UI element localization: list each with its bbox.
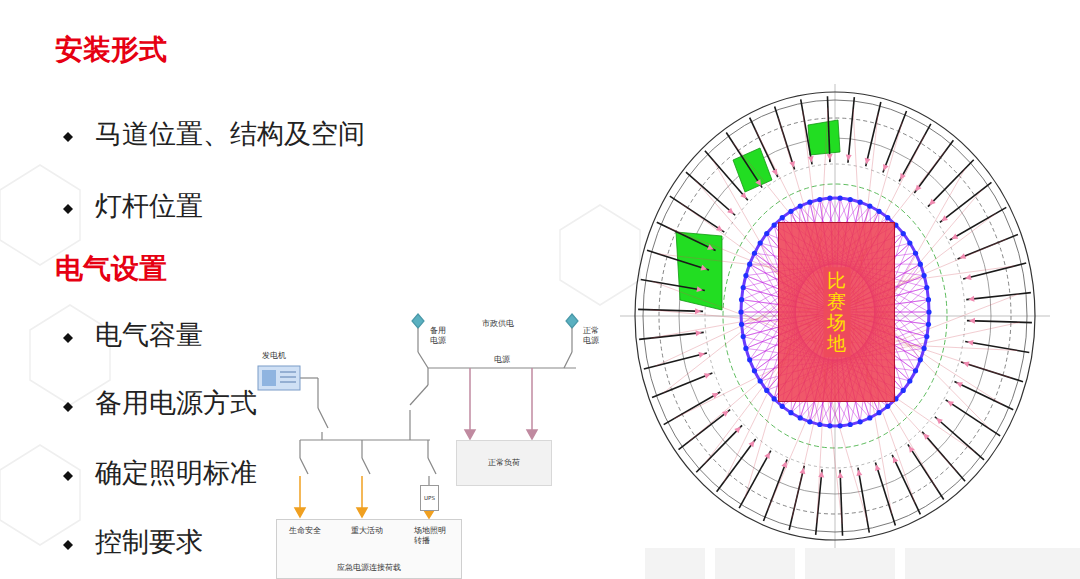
generator-icon [258, 366, 300, 390]
node-text: 重大活动 [351, 526, 383, 536]
normal-load-arrows [465, 368, 537, 439]
section-heading: 电气设置 [55, 252, 167, 286]
footer-bars [645, 548, 1080, 579]
source-label: 市政供电 [482, 319, 514, 329]
bullet-item: 灯杆位置 [95, 190, 203, 222]
bullet-item: 控制要求 [95, 526, 203, 558]
emergency-load-box: 生命安全 重大活动 场地照明转播应急电源连接荷载 [276, 519, 462, 579]
node-text: 生命安全 [289, 526, 321, 536]
ups-box: UPS [420, 485, 439, 511]
node-text: 正常负荷 [488, 458, 520, 468]
bullet-item: 确定照明标准 [95, 457, 257, 489]
node-text: 场地照明转播 [414, 526, 448, 545]
node-text: 比赛场地 [823, 267, 850, 357]
generator-label: 发电机 [262, 351, 286, 361]
emergency-load-arrows [295, 476, 434, 518]
load-box: 正常负荷 [456, 440, 552, 486]
bus-label: 电源 [494, 355, 510, 365]
source-label: 备用电源 [430, 326, 447, 345]
bullet-item: 备用电源方式 [95, 387, 257, 419]
bullet-markers [63, 132, 73, 550]
power-wiring [300, 314, 578, 485]
stadium-plan [620, 84, 1050, 548]
node-text: 应急电源连接荷载 [337, 563, 401, 573]
source-label: 正常电源 [583, 326, 600, 345]
pitch-area: 比赛场地 [778, 222, 895, 402]
section-heading: 安装形式 [55, 33, 167, 67]
node-text: UPS [424, 495, 435, 502]
background-pattern [0, 165, 640, 545]
bullet-item: 马道位置、结构及空间 [95, 118, 365, 150]
bullet-item: 电气容量 [95, 319, 203, 351]
